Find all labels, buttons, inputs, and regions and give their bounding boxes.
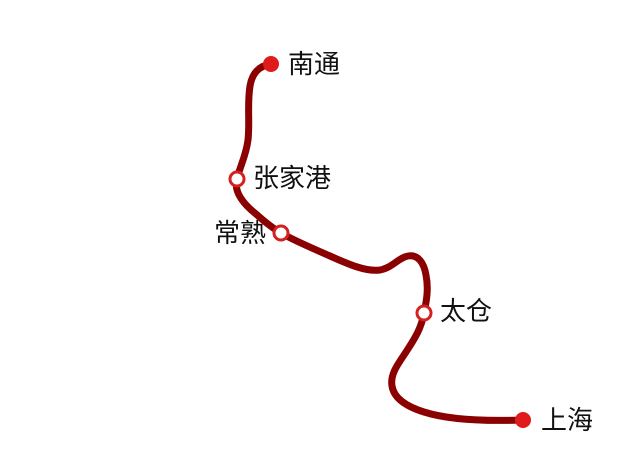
station-label-zhangjiagang[interactable]: 张家港 <box>253 164 332 194</box>
station-label-changshu[interactable]: 常熟 <box>213 219 266 249</box>
station-marker-zhangjiagang[interactable] <box>228 170 246 188</box>
station-label-shanghai[interactable]: 上海 <box>541 406 594 436</box>
station-marker-layer <box>228 56 531 428</box>
station-label-taicang[interactable]: 太仓 <box>440 297 493 327</box>
station-marker-nantong[interactable] <box>263 56 279 72</box>
station-marker-changshu[interactable] <box>272 224 290 242</box>
rail-line <box>232 60 527 424</box>
station-label-nantong[interactable]: 南通 <box>288 50 341 80</box>
station-marker-taicang[interactable] <box>415 304 433 322</box>
station-marker-shanghai[interactable] <box>515 412 531 428</box>
